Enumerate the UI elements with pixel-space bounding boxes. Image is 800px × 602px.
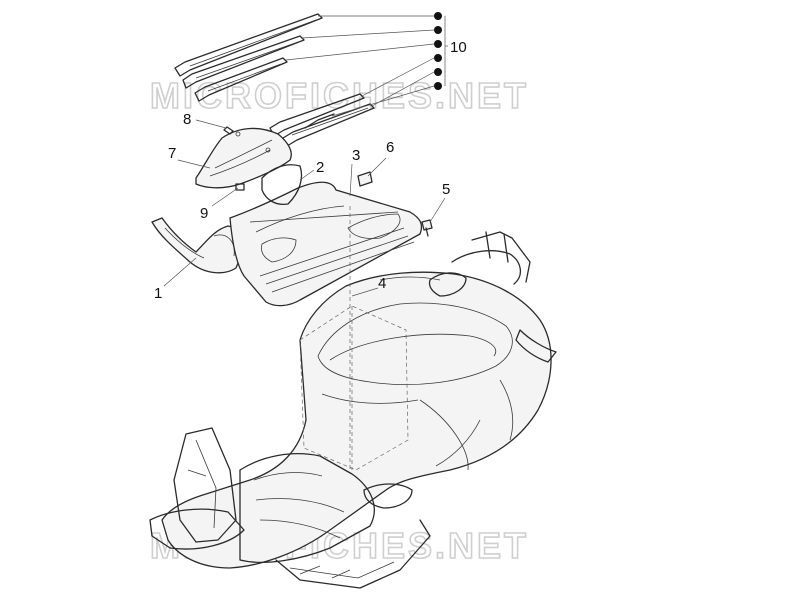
bullet-dot bbox=[434, 26, 442, 34]
bullet-dot bbox=[434, 40, 442, 48]
bullet-dot bbox=[434, 68, 442, 76]
assembly-guide-dashed bbox=[299, 206, 409, 471]
callout-1: 1 bbox=[154, 285, 162, 302]
bullet-dot bbox=[434, 12, 442, 20]
callout-5: 5 bbox=[442, 181, 450, 198]
callout-7: 7 bbox=[168, 145, 176, 162]
part-10-bullet-list bbox=[285, 12, 448, 117]
footboard-cover-part-7 bbox=[195, 127, 292, 189]
callout-4: 4 bbox=[378, 275, 386, 292]
clip-part-9 bbox=[235, 183, 245, 191]
side-panel-part-1 bbox=[151, 217, 242, 274]
watermark-top: MICROFICHES.NET bbox=[150, 75, 529, 116]
callout-10: 10 bbox=[450, 39, 467, 56]
footboard-part-2 bbox=[229, 164, 423, 307]
scooter-frame-body bbox=[161, 231, 557, 569]
screw-part-8 bbox=[223, 126, 234, 135]
bullet-dot bbox=[434, 82, 442, 90]
callout-leaders bbox=[163, 119, 446, 297]
callout-9: 9 bbox=[200, 205, 208, 222]
scooter-floor-front bbox=[149, 427, 431, 589]
callout-6: 6 bbox=[386, 139, 394, 156]
callout-2: 2 bbox=[316, 159, 324, 176]
bullet-dot bbox=[434, 54, 442, 62]
callout-8: 8 bbox=[183, 111, 191, 128]
bolt-part-5 bbox=[421, 219, 433, 237]
callout-3: 3 bbox=[352, 147, 360, 164]
